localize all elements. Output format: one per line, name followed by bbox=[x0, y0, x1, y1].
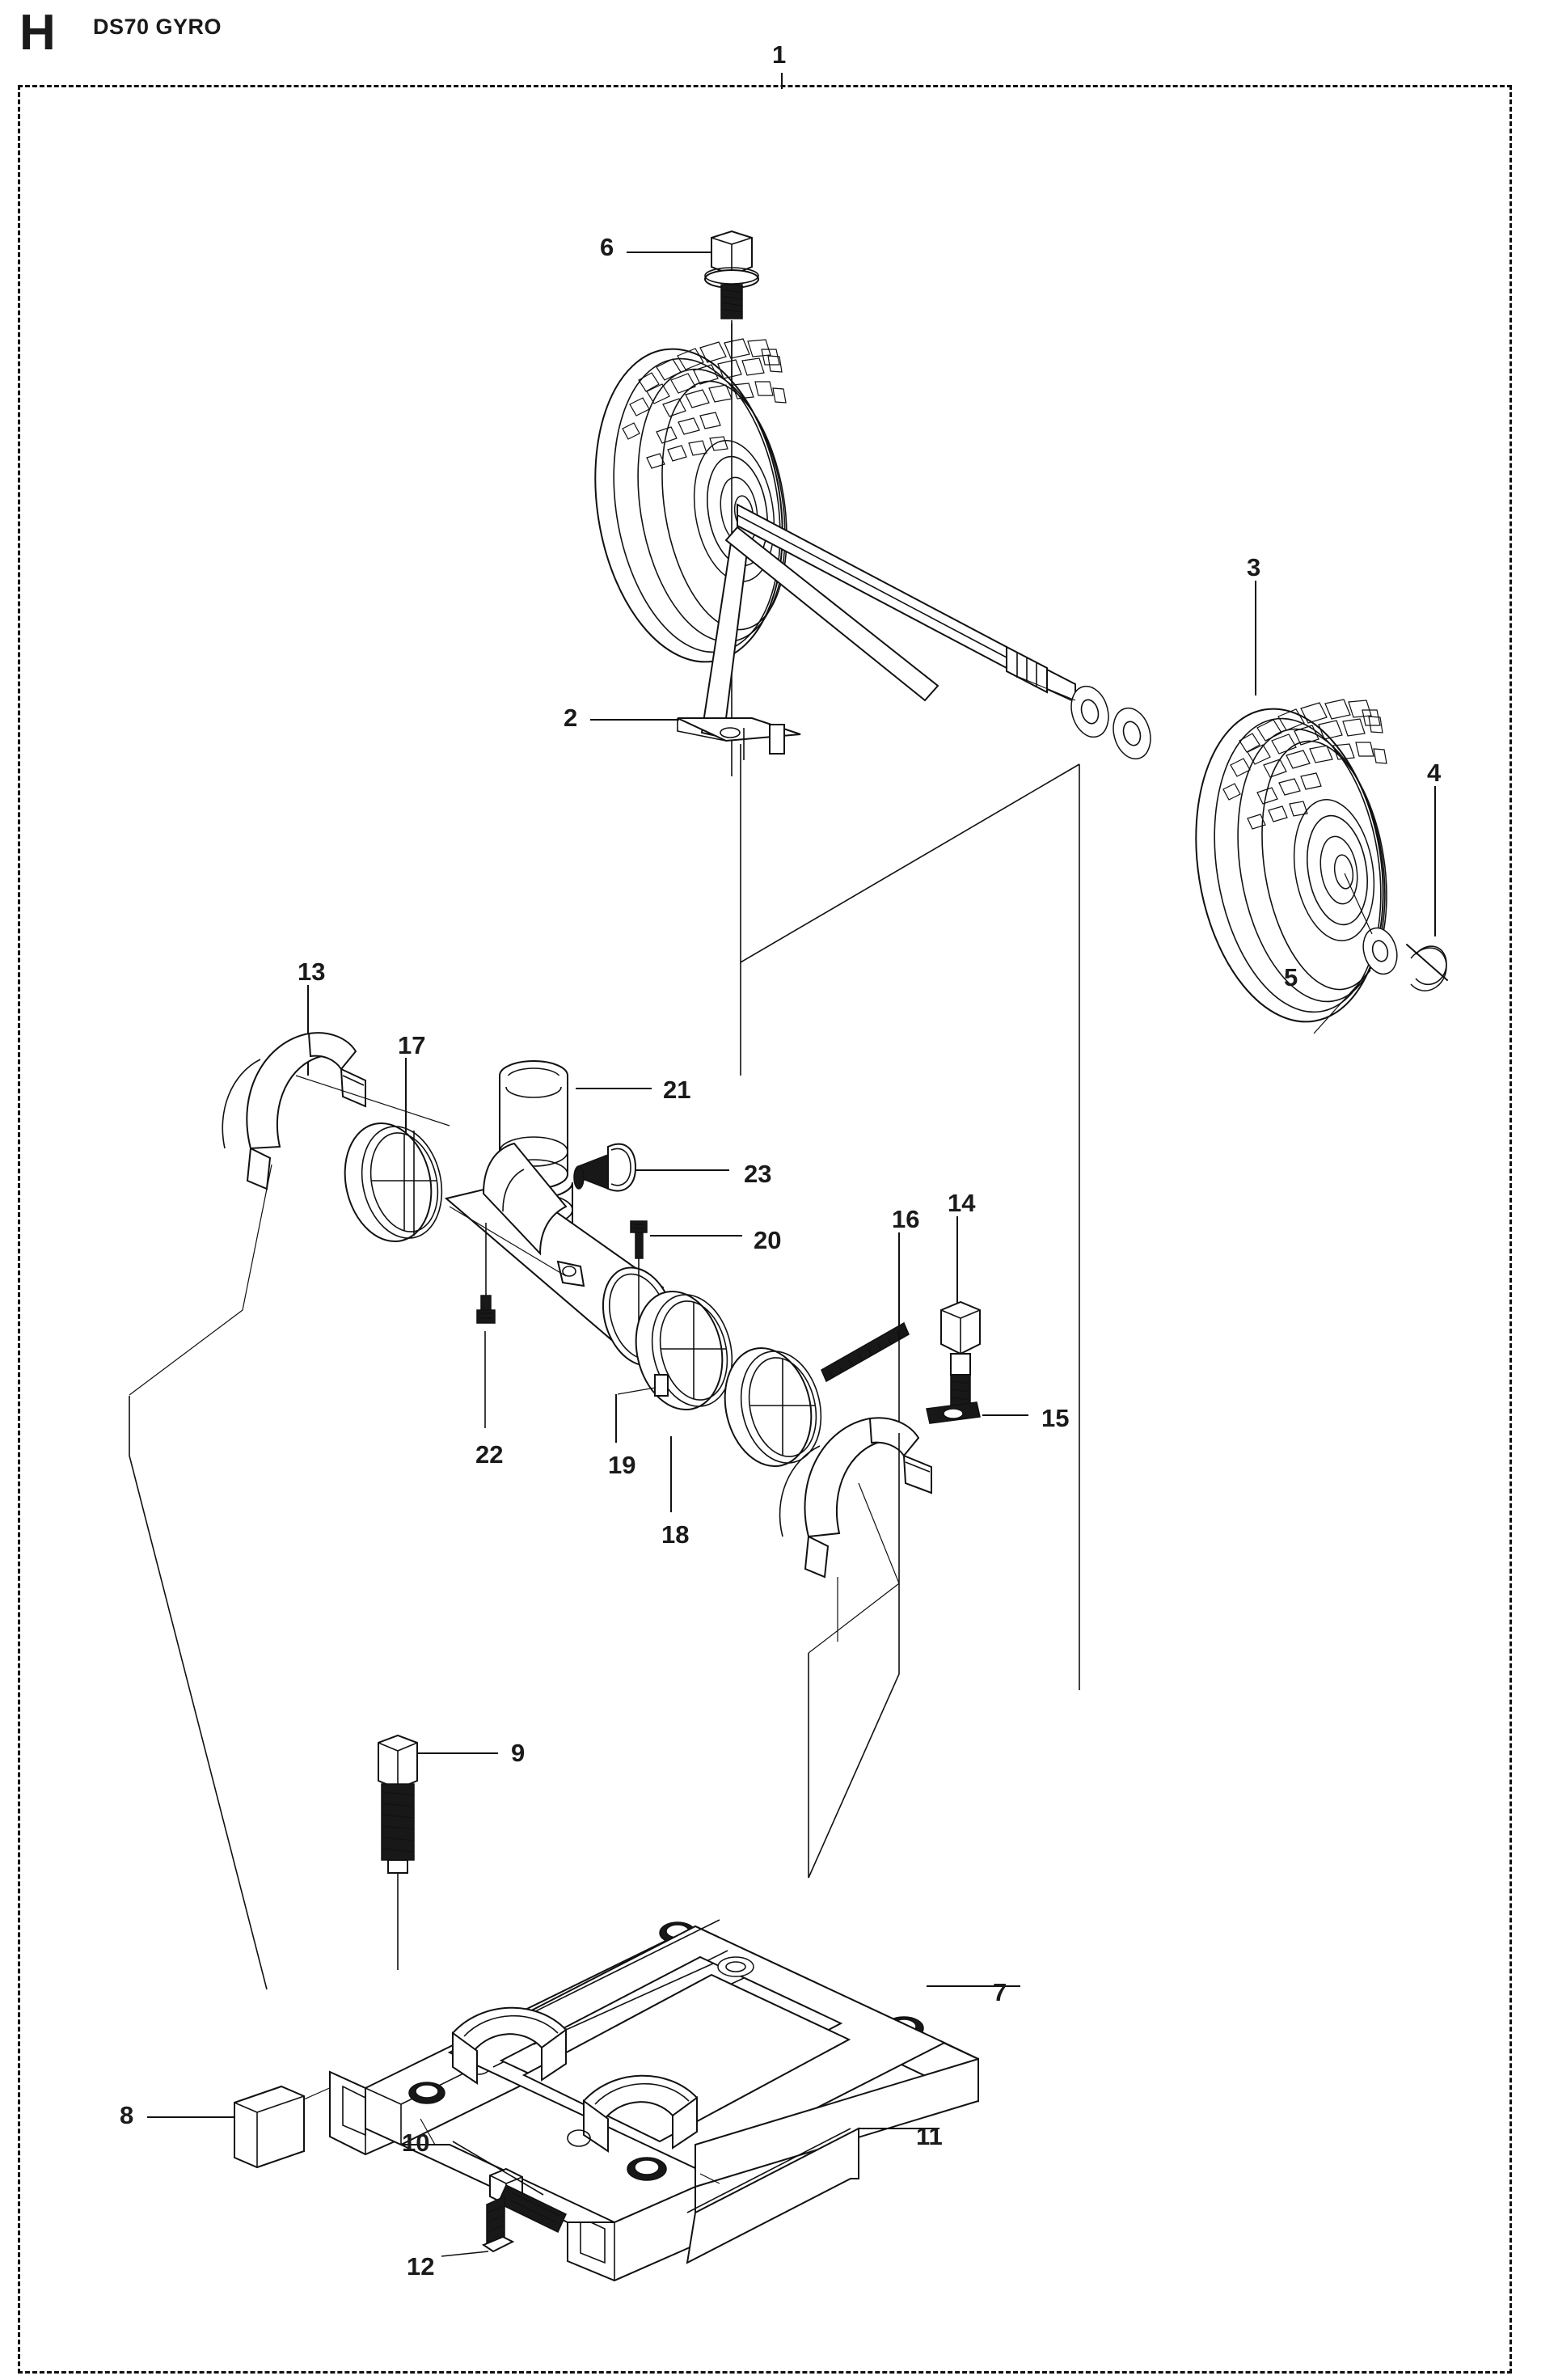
callout-18: 18 bbox=[661, 1520, 690, 1549]
callout-5: 5 bbox=[1284, 963, 1298, 991]
callout-10: 10 bbox=[402, 2128, 430, 2157]
callout-11: 11 bbox=[916, 2122, 943, 2150]
callout-12: 12 bbox=[407, 2252, 435, 2281]
callout-4: 4 bbox=[1427, 759, 1442, 787]
section-letter: H bbox=[19, 5, 56, 61]
callout-23: 23 bbox=[744, 1160, 772, 1188]
callout-22: 22 bbox=[475, 1440, 504, 1469]
callout-17: 17 bbox=[398, 1031, 426, 1059]
callout-8: 8 bbox=[120, 2101, 134, 2129]
diagram-frame-border bbox=[18, 85, 1512, 2374]
callout-15: 15 bbox=[1041, 1404, 1070, 1432]
callout-16: 16 bbox=[892, 1205, 920, 1233]
callout-20: 20 bbox=[754, 1226, 782, 1254]
diagram-header: H DS70 GYRO bbox=[0, 0, 1558, 81]
callout-9: 9 bbox=[511, 1739, 526, 1767]
callout-3: 3 bbox=[1247, 553, 1261, 581]
model-title: DS70 GYRO bbox=[93, 15, 222, 39]
callout-19: 19 bbox=[608, 1451, 636, 1479]
callout-1: 1 bbox=[772, 40, 787, 69]
callout-6: 6 bbox=[600, 233, 614, 261]
callout-14: 14 bbox=[948, 1189, 976, 1217]
callout-7: 7 bbox=[993, 1978, 1007, 2006]
callout-21: 21 bbox=[663, 1076, 691, 1104]
callout-2: 2 bbox=[564, 704, 578, 732]
callout-13: 13 bbox=[298, 957, 326, 986]
